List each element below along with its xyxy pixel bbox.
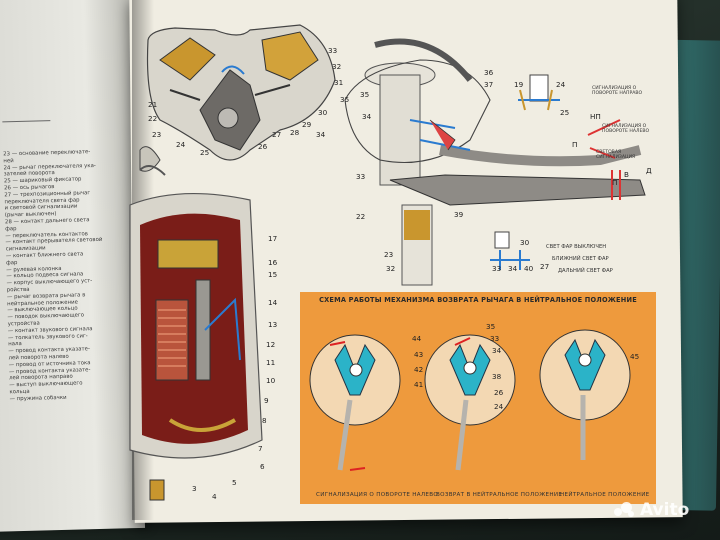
- label-p2: П: [612, 178, 618, 187]
- callout-number: 24: [556, 80, 566, 89]
- callout-number: 11: [266, 358, 276, 367]
- switch-mechanism-drawing: [139, 24, 336, 172]
- callout-number: 34: [362, 112, 372, 121]
- label-d: Д: [646, 166, 652, 175]
- callout-number: 12: [266, 340, 276, 349]
- callout-number: 21: [148, 100, 158, 109]
- callout-number: 30: [318, 108, 328, 117]
- callout-number: 45: [630, 352, 640, 361]
- callout-number: 26: [494, 388, 504, 397]
- callout-number: 15: [268, 270, 278, 279]
- label-light-signal: СВЕТОВАЯ СИГНАЛИЗАЦИЯ: [596, 150, 636, 160]
- callout-number: 9: [264, 396, 269, 405]
- callout-number: 23: [152, 130, 162, 139]
- callout-number: 35: [360, 90, 370, 99]
- callout-number: 32: [332, 62, 342, 71]
- callout-number: 8: [262, 416, 267, 425]
- callout-number: 33: [490, 334, 500, 343]
- callout-number: 33: [492, 264, 502, 273]
- return-mechanism-stage-right: [539, 329, 631, 460]
- callout-number: 19: [514, 80, 524, 89]
- callout-number: 43: [414, 350, 424, 359]
- callout-number: 25: [200, 148, 210, 157]
- callout-number: 40: [524, 264, 534, 273]
- callout-number: 5: [232, 478, 237, 487]
- callout-number: 29: [302, 120, 312, 129]
- callout-number: 14: [268, 298, 278, 307]
- callout-number: 41: [414, 380, 424, 389]
- callout-number: 33: [328, 46, 338, 55]
- callout-number: 6: [260, 462, 265, 471]
- callout-number: 42: [414, 365, 424, 374]
- callout-number: 34: [492, 346, 502, 355]
- callout-number: 31: [334, 78, 344, 87]
- callout-number: 35: [340, 95, 350, 104]
- callout-number: 7: [258, 444, 263, 453]
- callout-number: 16: [268, 258, 278, 267]
- callout-number: 22: [148, 114, 158, 123]
- label-np: НП: [590, 112, 601, 121]
- contact-schematic-drawing: [490, 74, 621, 270]
- callout-number: 39: [454, 210, 464, 219]
- label-v: В: [624, 170, 629, 179]
- avito-logo-icon: [614, 502, 636, 518]
- callout-number: 33: [356, 172, 366, 181]
- callout-number: 32: [386, 264, 396, 273]
- callout-number: 44: [412, 334, 422, 343]
- diagram-title: СХЕМА РАБОТЫ МЕХАНИЗМА ВОЗВРАТА РЫЧАГА В…: [319, 296, 637, 304]
- avito-watermark: Avito: [614, 500, 689, 520]
- callout-number: 36: [484, 68, 494, 77]
- watermark-text: Avito: [640, 500, 690, 520]
- callout-number: 25: [560, 108, 570, 117]
- callout-number: 27: [540, 262, 550, 271]
- callout-number: 10: [266, 376, 276, 385]
- label-turn-left: СИГНАЛИЗАЦИЯ О ПОВОРОТЕ НАЛЕВО: [602, 124, 650, 134]
- label-far-off: СВЕТ ФАР ВЫКЛЮЧЕН: [546, 244, 607, 250]
- callout-number: 22: [356, 212, 366, 221]
- return-mechanism-stage-middle: [424, 334, 516, 471]
- callout-number: 35: [486, 322, 496, 331]
- callout-number: 24: [176, 140, 186, 149]
- return-mechanism-stage-left: [309, 334, 401, 471]
- label-turn-right: СИГНАЛИЗАЦИЯ О ПОВОРОТЕ НАПРАВО: [592, 86, 643, 96]
- callout-number: 28: [290, 128, 300, 137]
- callout-number: 27: [272, 130, 282, 139]
- callout-number: 3: [192, 484, 197, 493]
- caption-left-turn: СИГНАЛИЗАЦИЯ О ПОВОРОТЕ НАЛЕВО: [316, 492, 439, 498]
- cylinder-cutaway-drawing: [129, 165, 263, 501]
- callout-number: 38: [492, 372, 502, 381]
- callout-number: 17: [268, 234, 278, 243]
- label-low-beam: БЛИЖНИЙ СВЕТ ФАР: [552, 256, 609, 262]
- callout-number: 23: [384, 250, 394, 259]
- caption-neutral: НЕЙТРАЛЬНОЕ ПОЛОЖЕНИЕ: [560, 492, 650, 498]
- callout-number: 13: [268, 320, 278, 329]
- steering-column-drawing: [344, 38, 646, 286]
- caption-return: ВОЗВРАТ В НЕЙТРАЛЬНОЕ ПОЛОЖЕНИЕ: [436, 492, 563, 498]
- callout-number: 34: [316, 130, 326, 139]
- callout-number: 34: [508, 264, 518, 273]
- callout-number: 37: [484, 80, 494, 89]
- label-high-beam: ДАЛЬНИЙ СВЕТ ФАР: [558, 268, 613, 274]
- callout-number: 30: [520, 238, 530, 247]
- label-p1: П: [572, 140, 578, 149]
- callout-number: 24: [494, 402, 504, 411]
- callout-number: 26: [258, 142, 268, 151]
- callout-number: 4: [212, 492, 217, 501]
